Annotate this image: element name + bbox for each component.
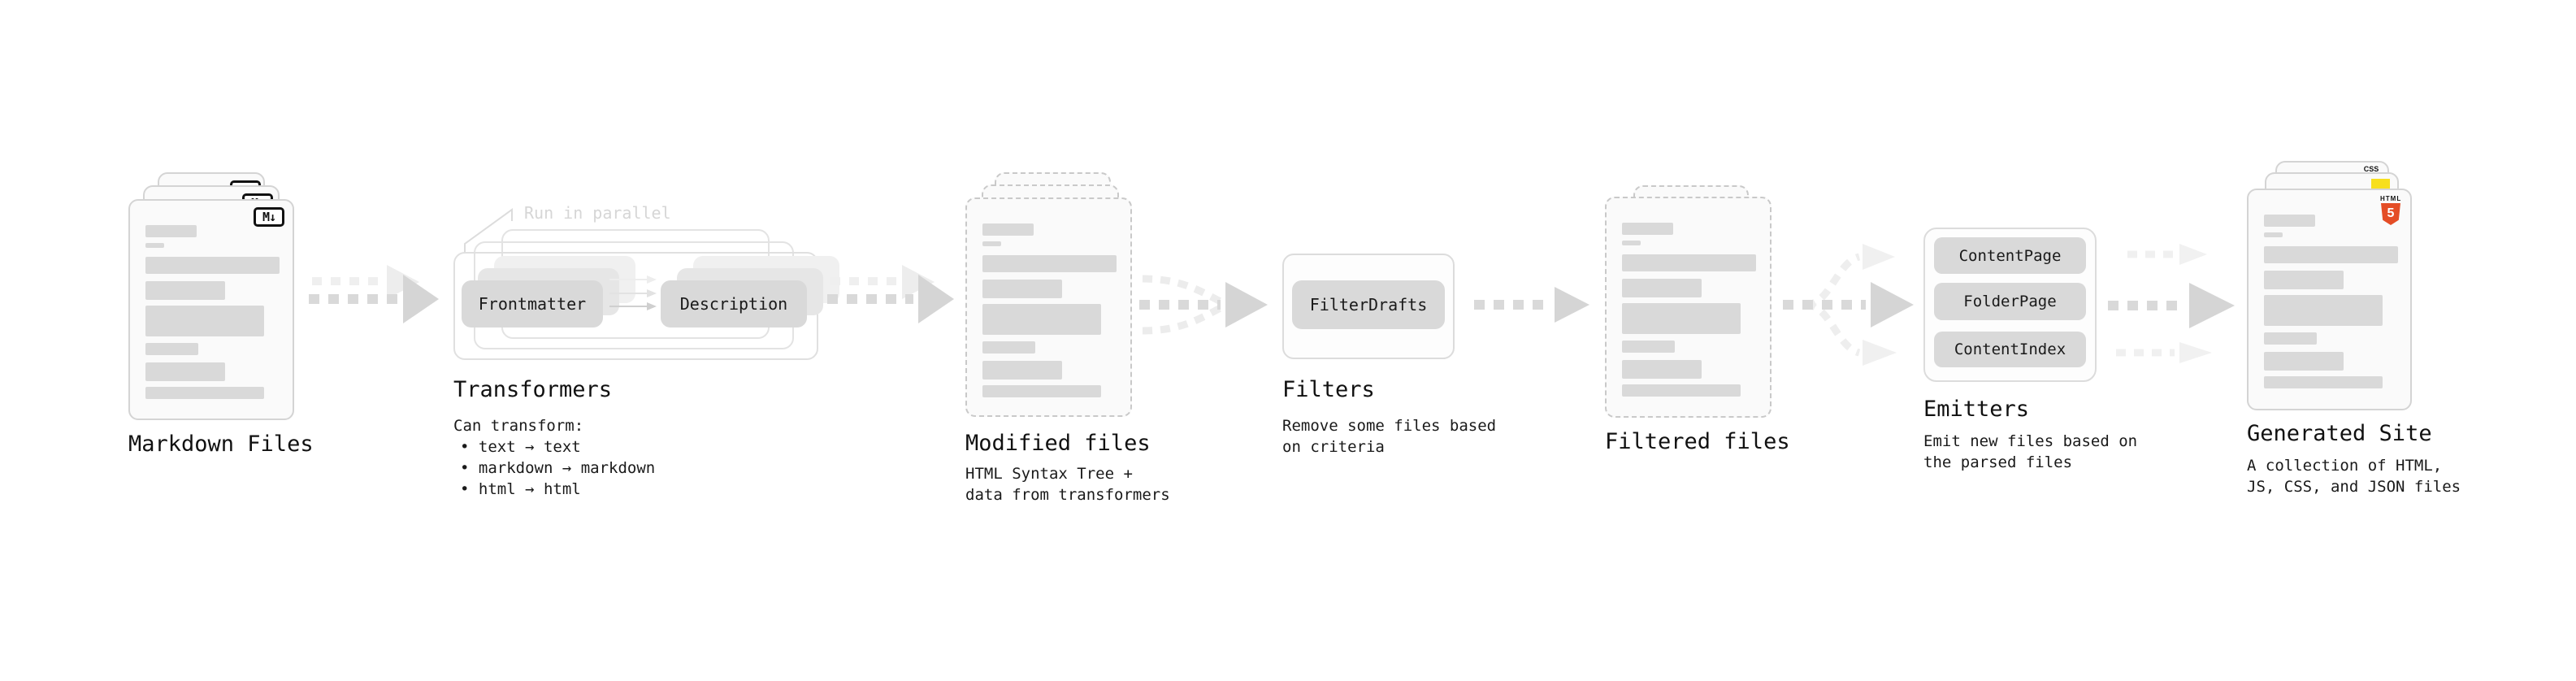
transformers-description: Can transform: • text → text • markdown … (453, 415, 655, 500)
desc-line: Emit new files based on (1923, 432, 2138, 450)
text-line-placeholder (1622, 279, 1702, 297)
desc-bullet: • text → text (460, 438, 581, 456)
text-line-placeholder (2264, 376, 2383, 388)
text-line-placeholder (145, 306, 264, 336)
text-line-placeholder (1622, 254, 1756, 271)
text-line-placeholder (1622, 340, 1675, 353)
arrow-modified-to-filters (1139, 275, 1268, 335)
text-line-placeholder (2264, 215, 2315, 227)
transformers-title: Transformers (453, 377, 613, 402)
filtered-file-card-front (1605, 197, 1772, 418)
emitters-description: Emit new files based on the parsed files (1923, 431, 2137, 473)
desc-line: Remove some files based (1282, 417, 1497, 435)
folderpage-pill: FolderPage (1934, 283, 2086, 320)
modified-files-description: HTML Syntax Tree + data from transformer… (965, 463, 1170, 505)
html-file-card-front: HTML 5 (2247, 189, 2412, 410)
text-line-placeholder (982, 223, 1034, 236)
text-line-placeholder (145, 281, 225, 300)
javascript-icon (2371, 179, 2390, 189)
desc-line: data from transformers (965, 486, 1170, 504)
text-line-placeholder (1622, 303, 1741, 334)
markdown-file-card-front: M↓ (128, 199, 294, 420)
filters-title: Filters (1282, 377, 1375, 402)
text-line-placeholder (145, 343, 198, 355)
arrow-emitters-to-generated (2108, 244, 2235, 363)
text-line-placeholder (982, 255, 1117, 272)
modified-files-title: Modified files (965, 431, 1151, 456)
text-line-placeholder (145, 257, 280, 274)
text-line-placeholder (982, 341, 1035, 354)
arrow-markdown-to-transformers (309, 265, 439, 323)
arrow-filtered-to-emitters (1783, 244, 1914, 366)
frontmatter-to-description-arrows (609, 275, 657, 310)
desc-line: JS, CSS, and JSON files (2247, 478, 2461, 496)
text-line-placeholder (982, 241, 1001, 246)
text-line-placeholder (2264, 352, 2344, 371)
note-leader-line (464, 208, 513, 254)
desc-line: HTML Syntax Tree + (965, 465, 1133, 483)
html5-icon-word: HTML (2380, 195, 2402, 202)
text-line-placeholder (2264, 246, 2398, 263)
description-pill: Description (661, 280, 807, 327)
contentindex-pill: ContentIndex (1934, 332, 2086, 367)
modified-file-card-front (965, 197, 1132, 417)
text-line-placeholder (2264, 332, 2317, 345)
text-line-placeholder (2264, 295, 2383, 326)
desc-bullet: • html → html (460, 480, 581, 498)
html5-icon-shield: 5 (2381, 203, 2400, 225)
text-line-placeholder (982, 280, 1062, 298)
html5-icon: HTML 5 (2380, 195, 2401, 225)
text-line-placeholder (145, 387, 264, 399)
desc-heading: Can transform: (453, 417, 584, 435)
generated-site-description: A collection of HTML, JS, CSS, and JSON … (2247, 455, 2461, 497)
text-line-placeholder (145, 225, 197, 237)
text-line-placeholder (1622, 223, 1673, 235)
desc-bullet: • markdown → markdown (460, 459, 656, 477)
filterdrafts-pill: FilterDrafts (1292, 280, 1445, 329)
filters-description: Remove some files based on criteria (1282, 415, 1496, 458)
markdown-icon: M↓ (254, 207, 284, 227)
emitters-title: Emitters (1923, 397, 2030, 422)
markdown-files-title: Markdown Files (128, 432, 314, 457)
text-line-placeholder (982, 304, 1101, 335)
arrow-transformers-to-modified (827, 265, 954, 323)
contentpage-pill: ContentPage (1934, 237, 2086, 274)
desc-line: on criteria (1282, 438, 1385, 456)
text-line-placeholder (145, 243, 164, 248)
text-line-placeholder (1622, 384, 1741, 397)
desc-line: the parsed files (1923, 453, 2073, 471)
generated-site-title: Generated Site (2247, 421, 2432, 446)
css-icon-label: CSS (2363, 165, 2379, 173)
text-line-placeholder (2264, 232, 2283, 237)
frontmatter-pill: Frontmatter (462, 280, 603, 327)
text-line-placeholder (1622, 360, 1702, 379)
run-in-parallel-note: Run in parallel (524, 203, 671, 223)
text-line-placeholder (145, 362, 225, 381)
text-line-placeholder (2264, 271, 2344, 289)
text-line-placeholder (982, 361, 1062, 380)
arrow-filters-to-filtered (1474, 287, 1589, 323)
text-line-placeholder (982, 385, 1101, 397)
text-line-placeholder (1622, 241, 1641, 245)
desc-line: A collection of HTML, (2247, 457, 2443, 475)
filtered-files-title: Filtered files (1605, 429, 1790, 454)
